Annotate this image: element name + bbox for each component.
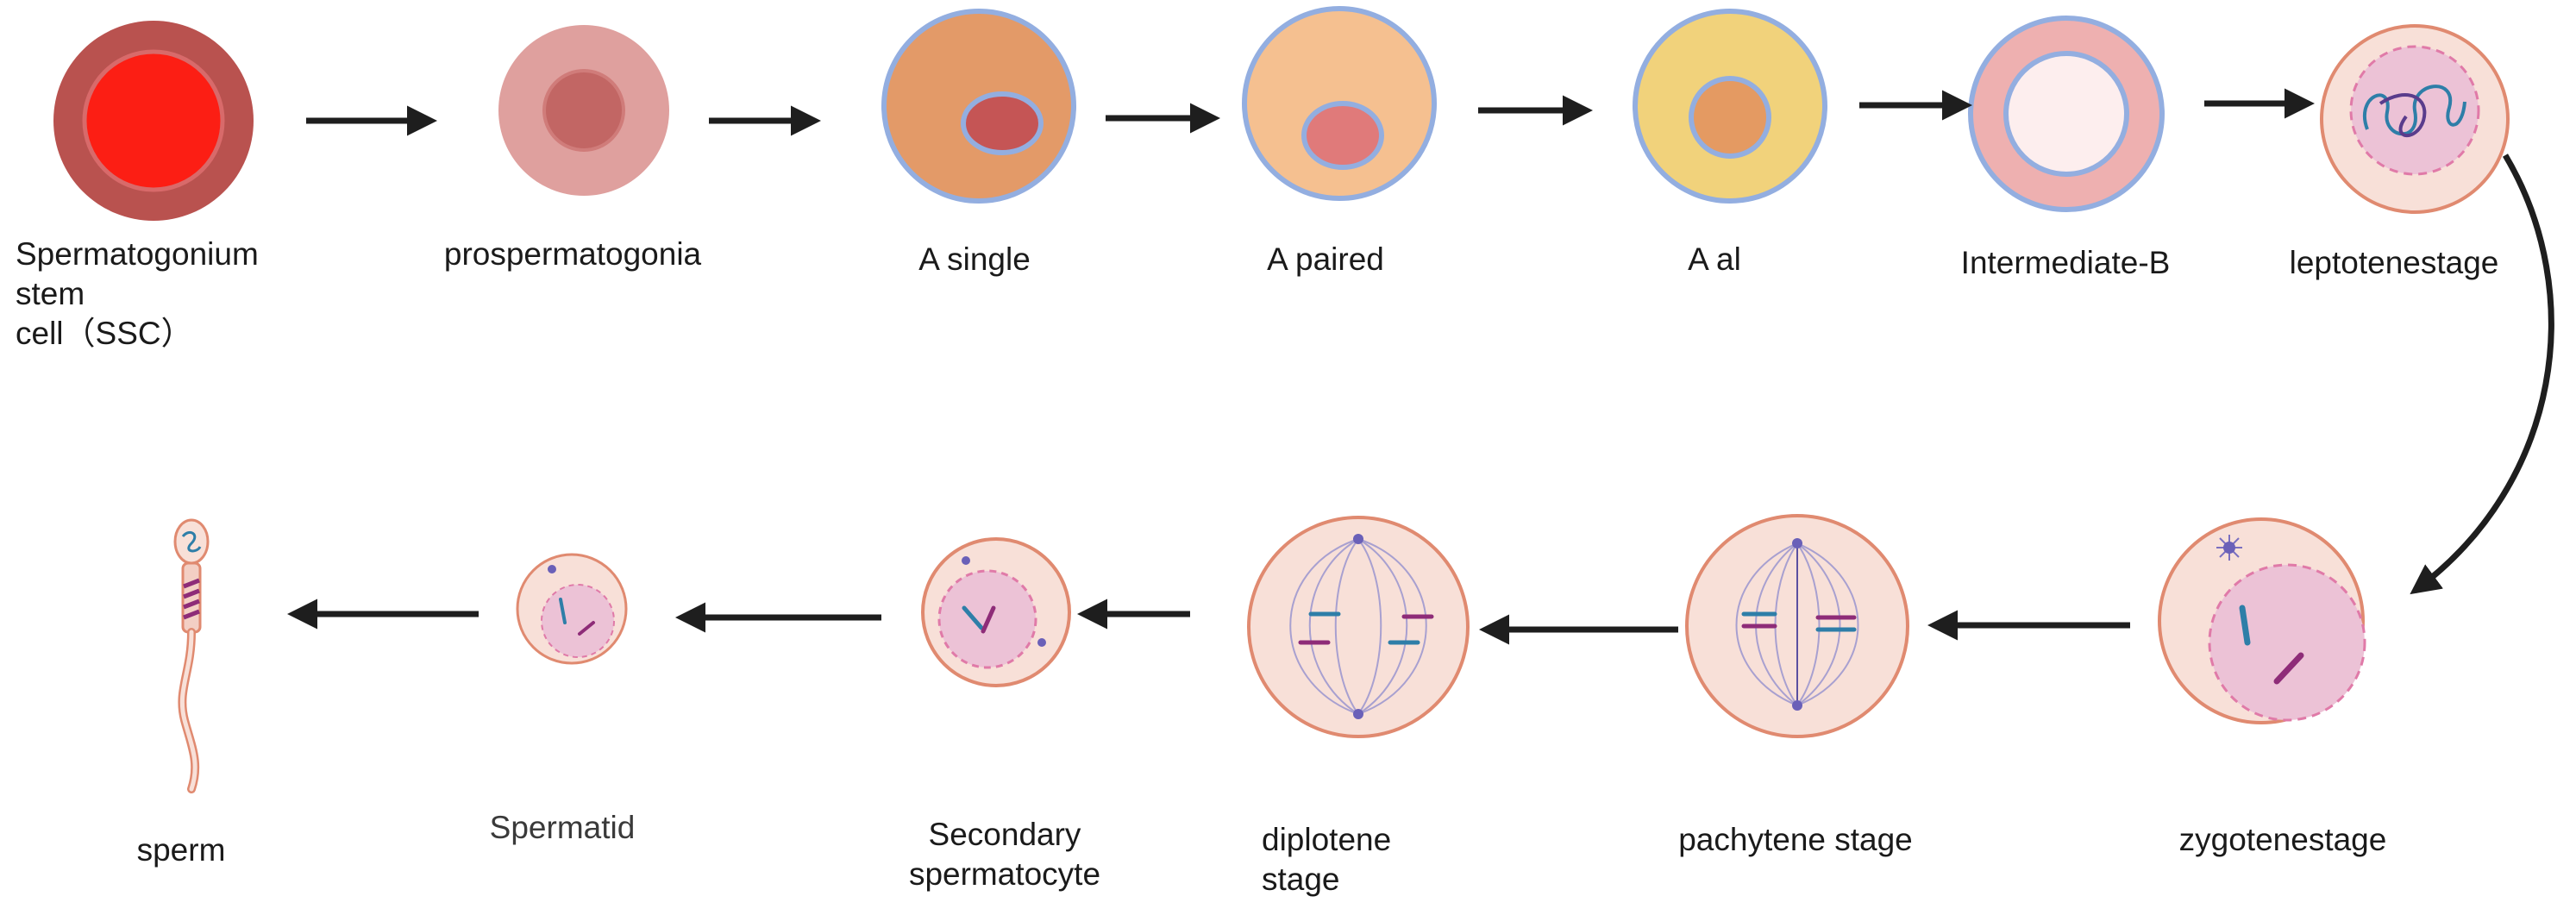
label-ssc-line-2: stem <box>16 276 85 311</box>
prospermatogonia-cell-icon <box>498 25 669 196</box>
label-diplotene-line-2: stage <box>1262 862 1340 897</box>
label-sperm: sperm <box>136 832 226 868</box>
label-diplotene: diplotene stage <box>1262 820 1391 899</box>
label-ssc-line-1: Spermatogonium <box>16 236 259 272</box>
leptotene-cell-icon <box>2320 24 2510 214</box>
pachytene-cell-icon <box>1685 514 1909 738</box>
label-diplotene-line-1: diplotene <box>1262 822 1392 857</box>
label-spermatid: Spermatid <box>489 810 636 845</box>
label-intermediate-b: Intermediate-B <box>1960 245 2171 280</box>
label-a-al: A al <box>1688 241 1741 277</box>
label-ssc-line-3: cell（SSC） <box>16 316 193 351</box>
curved-arrow <box>2410 154 2554 595</box>
label-secondary-line-2: spermatocyte <box>908 856 1101 892</box>
row1-arrows <box>306 88 2554 595</box>
label-a-single: A single <box>918 241 1031 277</box>
sperm-icon <box>173 518 210 793</box>
diplotene-cell-icon <box>1247 516 1470 738</box>
label-secondary-spermatocyte: Secondary spermatocyte <box>909 815 1100 894</box>
label-prospermatogonia: prospermatogonia <box>443 236 702 272</box>
zygotene-cell-icon <box>2158 517 2366 724</box>
a-al-cell-icon <box>1633 9 1827 204</box>
row2-arrows <box>287 599 2130 645</box>
a-paired-cell-icon <box>1242 6 1437 201</box>
label-ssc: Spermatogonium stem cell（SSC） <box>16 235 259 354</box>
label-zygotene: zygotenestage <box>2178 822 2387 857</box>
label-leptotene: leptotenestage <box>2289 245 2499 280</box>
secondary-spermatocyte-cell-icon <box>921 537 1071 687</box>
label-secondary-line-1: Secondary <box>928 817 1081 852</box>
spermatid-cell-icon <box>516 553 628 665</box>
label-pachytene: pachytene stage <box>1678 822 1913 857</box>
label-a-paired: A paired <box>1267 241 1384 277</box>
a-single-cell-icon <box>881 9 1076 204</box>
ssc-cell-icon <box>53 21 254 221</box>
intermediate-b-cell-icon <box>1968 16 2165 212</box>
